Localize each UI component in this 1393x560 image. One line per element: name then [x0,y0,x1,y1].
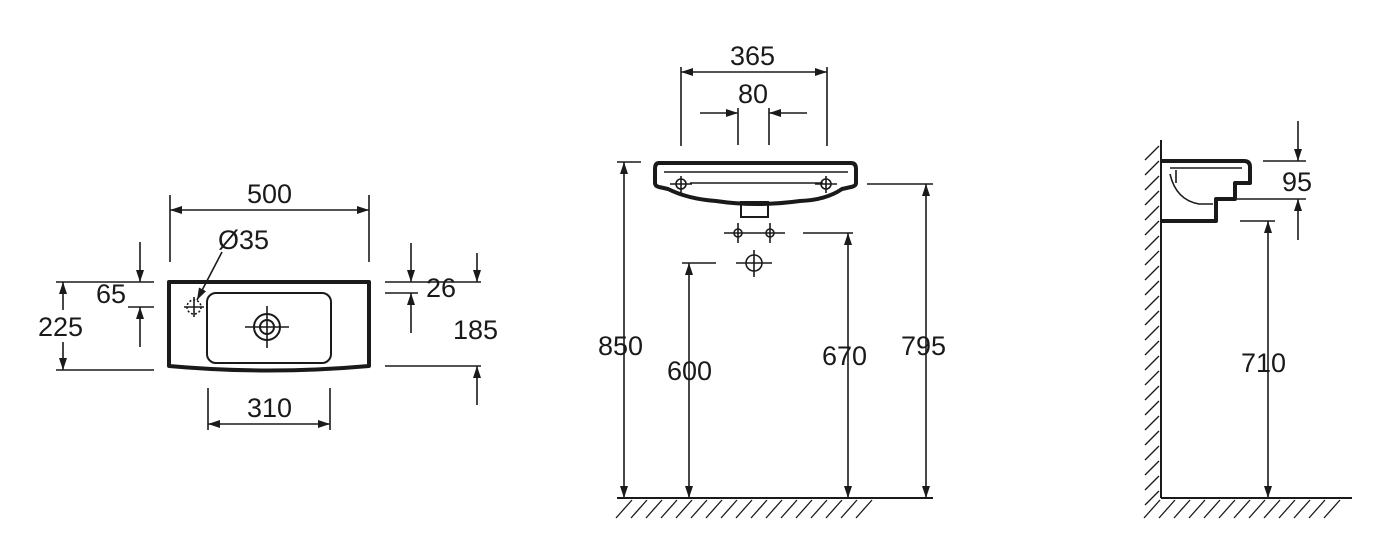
dim-26-label: 26 [426,273,456,303]
dim-80-label: 80 [738,79,768,109]
dim-65-label: 65 [96,279,126,309]
drain-dia-leader [196,251,223,301]
fixing-screw-right-icon [815,176,837,193]
dim-795-label: 795 [901,331,946,361]
basin-front-outline [653,161,858,206]
basin-top-outline [167,280,371,373]
dim-365-label: 365 [730,41,775,71]
front-view: 365 80 850 600 670 795 [598,41,946,519]
dim-850-label: 850 [598,331,643,361]
top-view: Ø35 500 65 225 26 185 310 [38,179,498,430]
fixing-screw-left-icon [670,176,692,193]
drain-icon [245,306,289,348]
dim-670-label: 670 [822,341,867,371]
drain-dia-label: Ø35 [218,225,269,255]
dim-710-label: 710 [1241,348,1286,378]
floor-hatching-front [615,499,873,519]
waste-outlet [740,201,769,218]
dim-500-label: 500 [247,179,292,209]
wall-floor-hatching [1143,145,1341,519]
inner-bowl [206,292,332,364]
waste-connection-icon [736,250,772,277]
dim-225-label: 225 [38,312,83,342]
tap-hole-icon [184,297,204,317]
side-view: 95 710 [1143,121,1352,519]
dim-310-label: 310 [247,393,292,423]
supply-connections-icon [724,223,785,243]
dim-185-label: 185 [453,315,498,345]
dim-95-label: 95 [1282,167,1312,197]
basin-side-outline [1162,159,1252,223]
dim-600-label: 600 [667,356,712,386]
